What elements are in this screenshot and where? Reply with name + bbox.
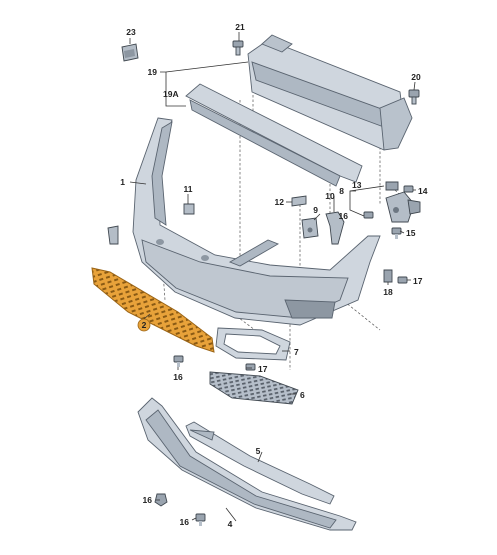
label-18: 18 — [383, 287, 393, 297]
absorber-19a — [185, 83, 363, 187]
label-17-left: 17 — [258, 364, 268, 374]
part-labels: 1 2 4 5 6 7 8 9 10 11 12 13 14 15 16 16 … — [120, 22, 427, 529]
label-12: 12 — [275, 197, 285, 207]
bolt-21 — [232, 40, 244, 56]
label-23: 23 — [126, 27, 136, 37]
label-16-mid: 16 — [173, 372, 183, 382]
label-17-right: 17 — [413, 276, 423, 286]
label-15: 15 — [406, 228, 416, 238]
label-19: 19 — [148, 67, 158, 77]
clip-13 — [385, 181, 399, 191]
label-4: 4 — [228, 519, 233, 529]
label-11: 11 — [184, 184, 193, 194]
label-13: 13 — [352, 180, 362, 190]
bolt-16-mid — [173, 355, 184, 367]
label-14: 14 — [418, 186, 428, 196]
clip-110 — [107, 225, 119, 245]
label-8: 8 — [339, 186, 344, 196]
lower-spoiler-4 — [137, 397, 357, 531]
fastener-9 — [301, 217, 319, 239]
grille-6 — [209, 371, 299, 405]
bolt-16-lower-b — [195, 513, 206, 526]
bumper-cover-1 — [132, 117, 381, 326]
label-20: 20 — [411, 72, 421, 82]
label-1: 1 — [120, 177, 125, 187]
trim-7 — [215, 327, 291, 361]
bolt-17-left — [245, 363, 256, 371]
label-2: 2 — [142, 320, 147, 330]
bolt-16-lower-a — [154, 493, 168, 507]
bolt-16-upper — [363, 211, 374, 219]
bracket-8 — [385, 191, 421, 223]
leader-lines — [129, 32, 416, 522]
clip-11 — [183, 203, 195, 215]
clip-23 — [121, 43, 139, 62]
bolt-17-right — [397, 276, 408, 284]
impact-beam-19 — [247, 34, 413, 151]
bolt-15 — [391, 227, 402, 239]
fastener-10 — [325, 211, 345, 245]
label-6: 6 — [300, 390, 305, 400]
grille-2 — [91, 267, 215, 353]
label-9: 9 — [313, 205, 318, 215]
label-16-lower-a: 16 — [143, 495, 153, 505]
label-21: 21 — [235, 22, 245, 32]
label-16-upper: 16 — [339, 211, 349, 221]
label-7: 7 — [294, 347, 299, 357]
label-5: 5 — [256, 446, 261, 456]
spoiler-5 — [185, 421, 335, 505]
label-16-lower-b: 16 — [180, 517, 190, 527]
clip-12 — [291, 195, 307, 207]
bolt-14 — [403, 185, 414, 193]
label-19a: 19A — [163, 89, 179, 99]
bolt-20 — [408, 89, 420, 105]
label-10: 10 — [325, 191, 335, 201]
clip-18 — [383, 269, 393, 283]
label-2-badge — [137, 318, 151, 332]
